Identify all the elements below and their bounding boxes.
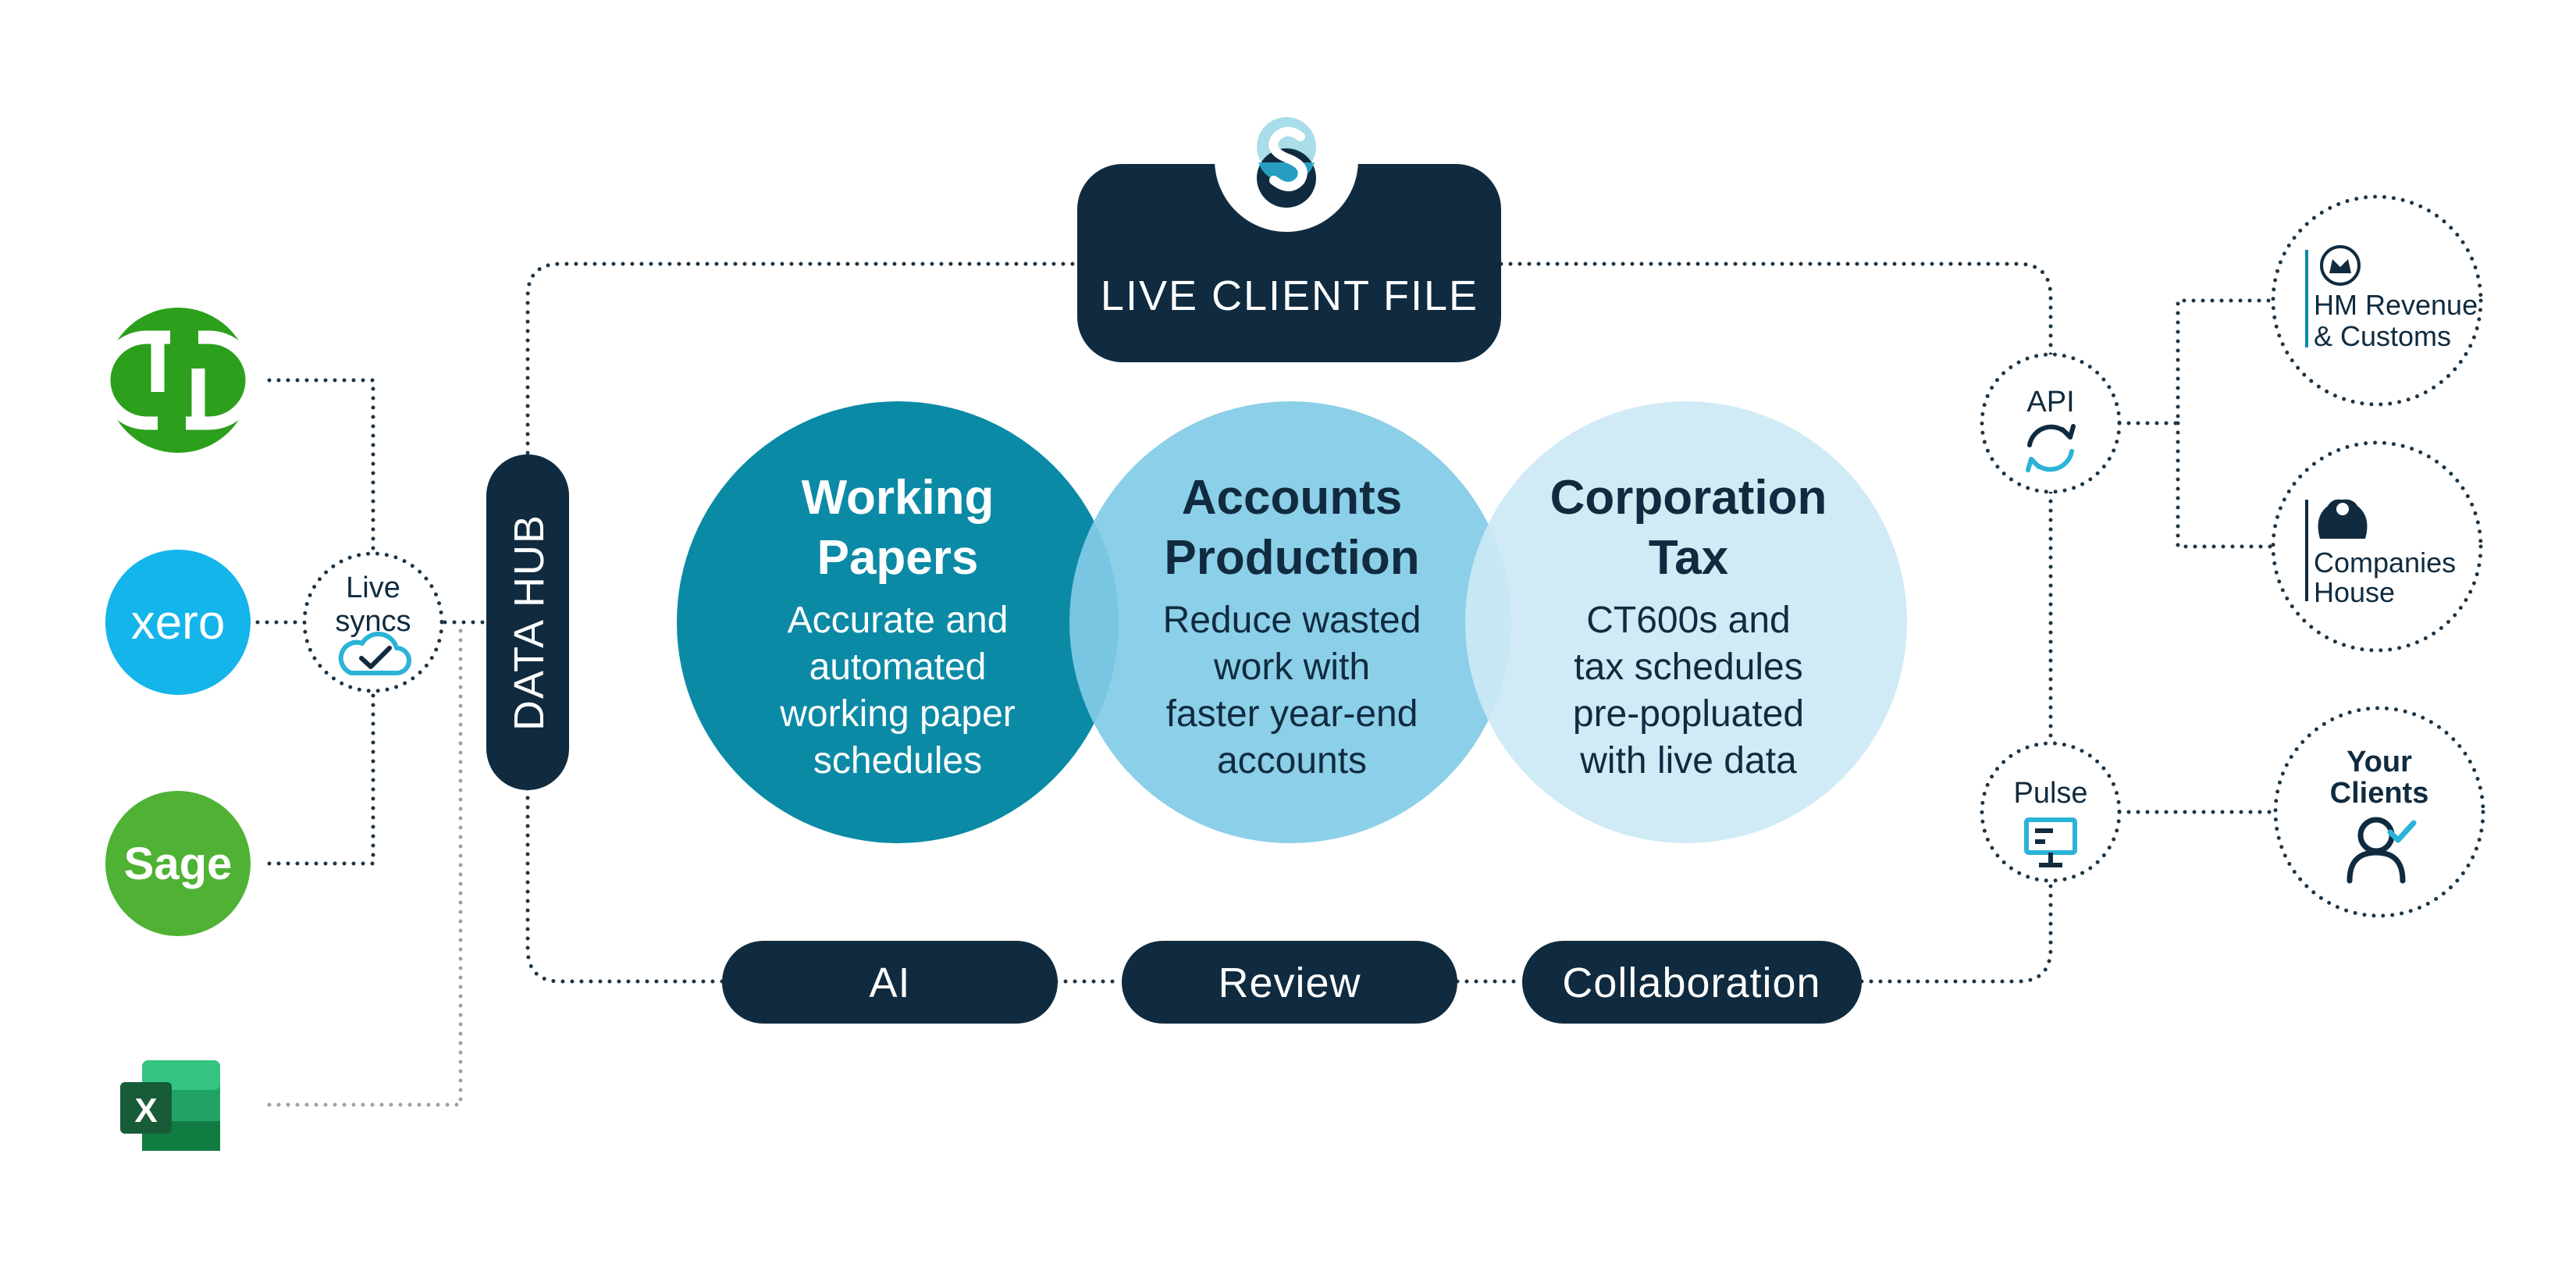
- module-body-line: working paper: [779, 693, 1016, 735]
- companies-house-node: Companies House: [2271, 440, 2483, 653]
- excel-logo-letter: X: [134, 1091, 157, 1130]
- module-title-line2: Tax: [1649, 531, 1729, 585]
- connector-api-companies-house: [2176, 421, 2278, 549]
- crown-icon: [2320, 245, 2361, 286]
- module-title-line2: Papers: [817, 531, 979, 585]
- module-body-line: accounts: [1217, 740, 1367, 782]
- your-clients-node: Your Clients: [2273, 706, 2485, 918]
- module-body-line: with live data: [1579, 740, 1797, 782]
- module-corporation-tax: Corporation Tax CT600s and tax schedules…: [1550, 471, 1827, 782]
- presentation-board-icon: [2024, 817, 2077, 867]
- module-body-line: Accurate and: [788, 600, 1009, 641]
- module-circle-corporation-tax: [1465, 401, 1907, 843]
- feature-pill-ai: AI: [722, 941, 1058, 1024]
- module-body-line: schedules: [813, 740, 982, 782]
- module-body-line: automated: [809, 646, 987, 688]
- api-label: API: [2026, 386, 2074, 418]
- module-title-line2: Production: [1164, 531, 1419, 585]
- module-title-line1: Working: [802, 471, 994, 525]
- xero-logo-text: xero: [131, 596, 226, 650]
- sage-logo-text: Sage: [124, 839, 233, 889]
- feature-pill-collaboration: Collaboration: [1522, 941, 1862, 1024]
- pulse-label: Pulse: [2013, 777, 2087, 810]
- connector-api-hmrc: [2117, 298, 2278, 426]
- s-logo-icon: [1257, 117, 1316, 208]
- cloud-check-icon: [338, 632, 411, 675]
- connector-quickbooks: [267, 378, 375, 564]
- your-clients-label-2: Clients: [2330, 777, 2429, 810]
- live-syncs-label-1: Live: [346, 572, 400, 604]
- connector-collaboration-pulse: [1859, 880, 2053, 984]
- api-node: API: [1980, 352, 2122, 494]
- live-syncs-node: Live syncs: [302, 551, 444, 693]
- module-title-line1: Accounts: [1182, 471, 1402, 525]
- person-check-icon: [2347, 817, 2417, 884]
- pulse-node: Pulse: [1980, 741, 2122, 883]
- module-body-line: work with: [1213, 646, 1370, 688]
- module-body-line: Reduce wasted: [1163, 600, 1421, 641]
- connector-file-api: [1499, 262, 2053, 358]
- hmrc-node: HM Revenue & Customs: [2271, 194, 2483, 407]
- royal-crest-icon: [2318, 499, 2368, 539]
- module-circles: [677, 401, 1907, 843]
- feature-label: Review: [1218, 960, 1361, 1006]
- feature-pill-review: Review: [1122, 941, 1457, 1024]
- sync-arrows-icon: [2026, 424, 2076, 472]
- connector-excel: [267, 622, 463, 1107]
- connector-hub-bottom: [525, 786, 724, 984]
- module-circle-accounts-production: [1069, 401, 1511, 843]
- your-clients-label-1: Your: [2347, 746, 2412, 778]
- module-body-line: CT600s and: [1586, 600, 1791, 641]
- connector-sage: [267, 681, 375, 866]
- module-body-line: tax schedules: [1574, 646, 1803, 688]
- module-body-line: faster year-end: [1166, 693, 1418, 735]
- companies-house-label-2: House: [2314, 576, 2395, 608]
- module-title-line1: Corporation: [1550, 471, 1827, 525]
- feature-label: Collaboration: [1562, 960, 1820, 1006]
- module-working-papers: Working Papers Accurate and automated wo…: [779, 471, 1016, 782]
- hmrc-label-2: & Customs: [2314, 320, 2451, 352]
- module-accounts-production: Accounts Production Reduce wasted work w…: [1163, 471, 1421, 782]
- sage-logo: Sage: [105, 791, 251, 936]
- module-circle-working-papers: [677, 401, 1119, 843]
- data-hub-label: DATA HUB: [506, 514, 553, 731]
- live-client-file-header: LIVE CLIENT FILE: [1077, 88, 1501, 362]
- quickbooks-logo-icon: [97, 308, 259, 453]
- hmrc-label-1: HM Revenue: [2314, 289, 2478, 321]
- xero-logo: xero: [105, 550, 251, 695]
- excel-logo-icon: X: [120, 1060, 220, 1151]
- module-body-line: pre-popluated: [1573, 693, 1804, 735]
- feature-label: AI: [869, 960, 910, 1006]
- data-hub: DATA HUB: [486, 454, 569, 790]
- page-title: LIVE CLIENT FILE: [1101, 272, 1478, 319]
- companies-house-label-1: Companies: [2314, 547, 2456, 579]
- connector-lines: [255, 262, 2278, 1107]
